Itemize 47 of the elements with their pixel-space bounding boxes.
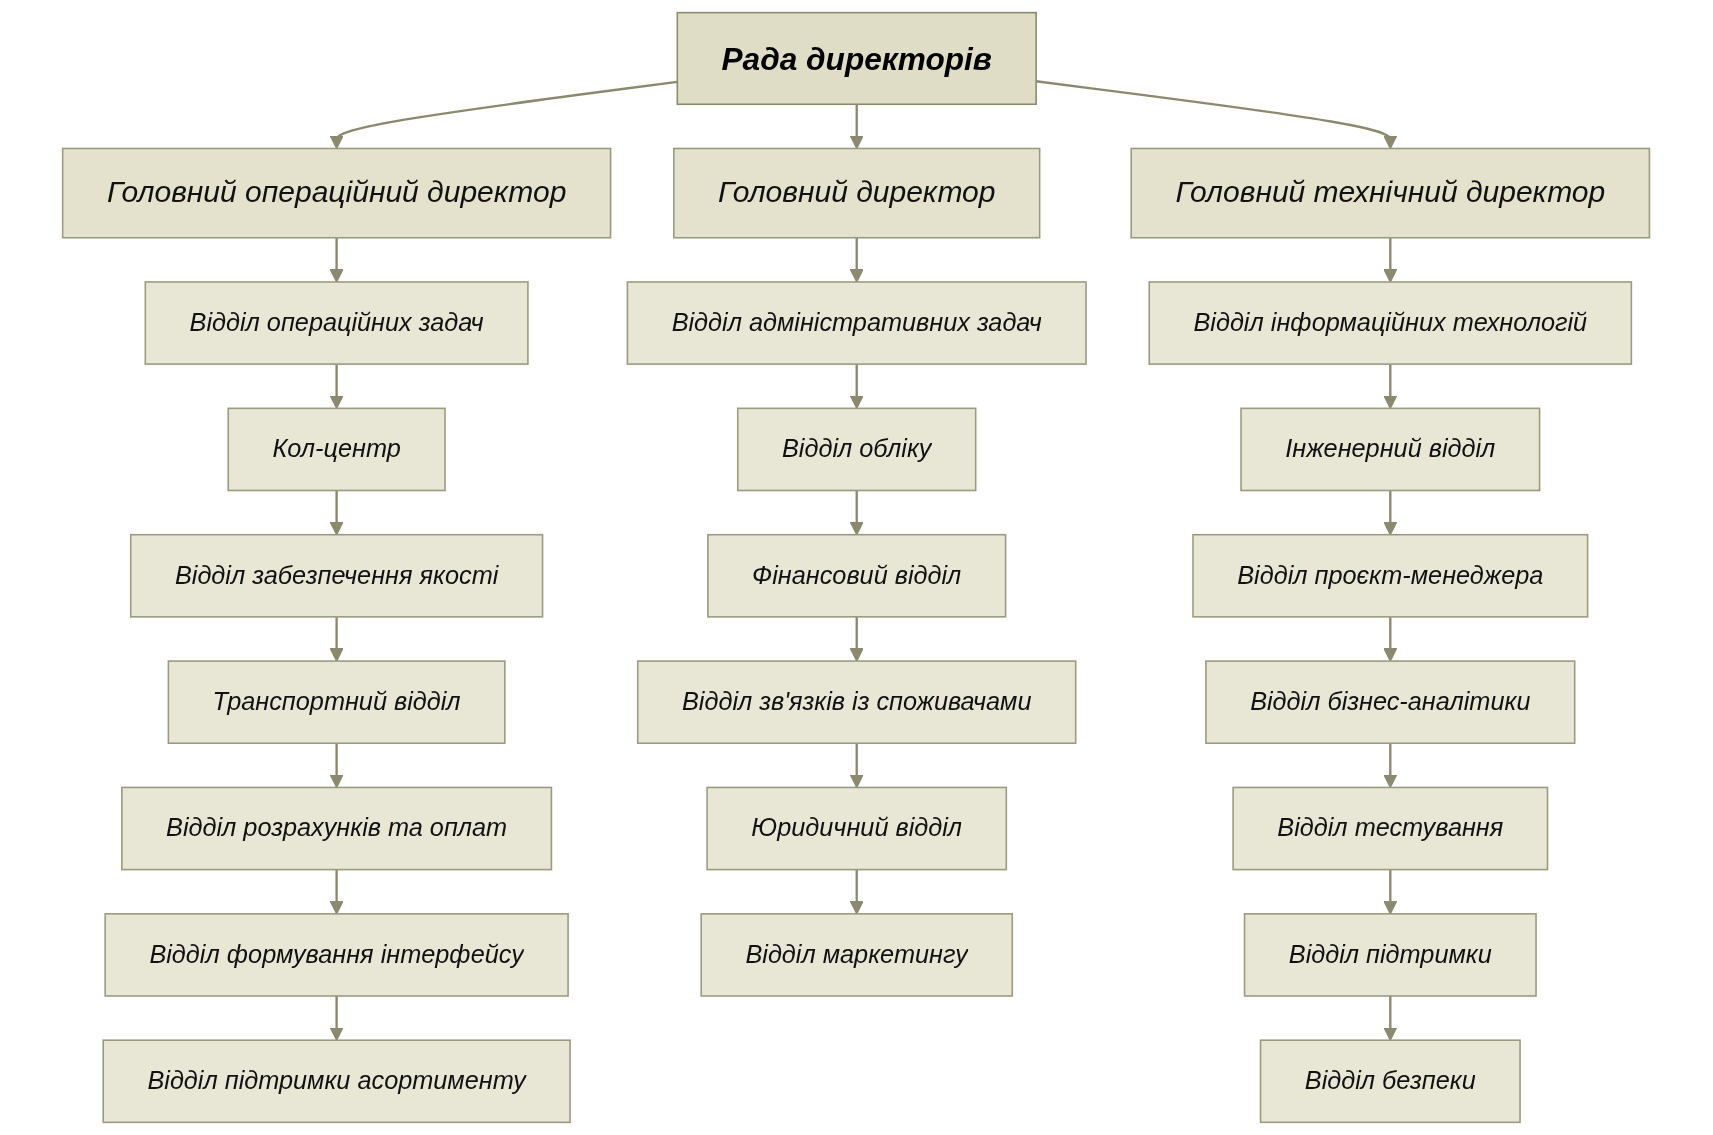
- node-box: Відділ проєкт-менеджера: [1192, 533, 1589, 618]
- arrow: [330, 995, 345, 1041]
- node-box: Відділ операційних задач: [145, 281, 530, 365]
- node-box: Головний операційний директор: [62, 147, 612, 239]
- node-box: Відділ маркетингу: [700, 913, 1014, 997]
- arrow: [330, 237, 345, 283]
- arrow: [330, 743, 345, 789]
- arrow: [850, 104, 865, 150]
- node-box: Відділ підтримки: [1244, 913, 1538, 997]
- node-box: Юридичний відділ: [706, 786, 1008, 871]
- arrow: [850, 743, 865, 789]
- node-box: Відділ тестування: [1232, 786, 1549, 871]
- arrow: [1383, 364, 1398, 409]
- node-box: Відділ забезпечення якості: [130, 533, 544, 618]
- arrow: [850, 237, 865, 283]
- node-box: Відділ інформаційних технологій: [1148, 281, 1633, 365]
- arrow: [850, 490, 865, 536]
- arrow: [330, 616, 345, 662]
- arrow: [1383, 490, 1398, 536]
- node-box: Кол-центр: [227, 407, 447, 492]
- arrow: [1383, 995, 1398, 1041]
- node-box: Відділ обліку: [737, 407, 977, 492]
- arrow: [850, 616, 865, 662]
- arrow: [1383, 616, 1398, 662]
- node-box: Відділ формування інтерфейсу: [104, 913, 570, 997]
- node-box: Відділ безпеки: [1260, 1039, 1522, 1124]
- node-box: Транспортний відділ: [168, 660, 507, 744]
- node-box: Відділ бізнес-аналітики: [1205, 660, 1576, 744]
- node-box: Відділ підтримки асортименту: [102, 1039, 572, 1124]
- node-box: Інженерний відділ: [1240, 407, 1541, 492]
- node-box: Рада директорів: [677, 11, 1038, 106]
- node-box: Відділ зв'язків із споживачами: [637, 660, 1077, 744]
- node-box: Фінансовий відділ: [707, 533, 1007, 618]
- arrow: [330, 490, 345, 536]
- arrow: [850, 869, 865, 915]
- arrow: [1383, 869, 1398, 915]
- node-box: Головний технічний директор: [1130, 147, 1651, 239]
- arrow: [330, 80, 678, 150]
- arrow: [1383, 743, 1398, 789]
- arrow: [1036, 80, 1398, 150]
- node-box: Відділ адміністративних задач: [627, 281, 1088, 365]
- arrow: [330, 364, 345, 409]
- arrow: [850, 364, 865, 409]
- node-box: Головний директор: [673, 147, 1041, 239]
- arrow: [1383, 237, 1398, 283]
- arrow: [330, 869, 345, 915]
- node-box: Відділ розрахунків та оплат: [121, 786, 553, 871]
